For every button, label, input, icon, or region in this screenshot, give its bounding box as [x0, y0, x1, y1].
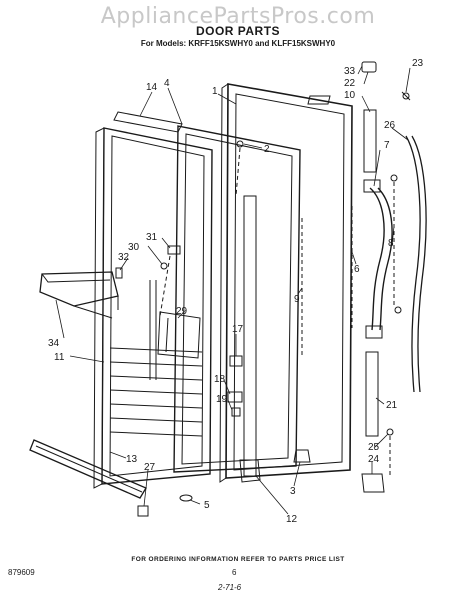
callout-27: 27: [144, 462, 156, 473]
hinge-side-strip: [239, 195, 261, 483]
callout-31: 31: [146, 232, 158, 243]
door-bin: [39, 271, 119, 319]
callout-9: 9: [294, 294, 300, 305]
hole-plug: [179, 494, 193, 502]
callout-32: 32: [118, 252, 130, 263]
callout-1: 1: [212, 86, 218, 97]
outer-door-panel: [219, 83, 353, 483]
model-subtitle: For Models: KRFF15KSWHY0 and KLFF15KSWHY…: [140, 39, 336, 48]
callout-10: 10: [344, 90, 356, 101]
callout-23: 23: [412, 58, 424, 69]
shelf-clips: [115, 245, 181, 279]
callout-4: 4: [164, 78, 170, 89]
callout-13: 13: [126, 454, 138, 465]
ordering-note: FOR ORDERING INFORMATION REFER TO PARTS …: [131, 556, 345, 563]
callout-19: 19: [216, 394, 228, 405]
door-shelf-ribs: [109, 280, 203, 437]
callout-30: 30: [128, 242, 140, 253]
callout-11: 11: [54, 352, 65, 363]
handle-trim-strip: [405, 135, 427, 393]
callout-3: 3: [290, 486, 296, 497]
handle-screws: [390, 91, 411, 314]
bottom-hinge: [361, 351, 394, 493]
callout-17: 17: [232, 324, 244, 335]
callout-21: 21: [386, 400, 398, 411]
door-handle: [363, 179, 393, 339]
page-number: 6: [232, 568, 237, 577]
bottom-trim-strip: [29, 439, 149, 517]
door-gasket: [173, 125, 301, 473]
leader-lines: [55, 65, 411, 515]
callout-14: 14: [146, 82, 158, 93]
callout-5: 5: [204, 500, 210, 511]
callout-34: 34: [48, 338, 60, 349]
callout-6: 6: [354, 264, 360, 275]
watermark: AppliancePartsPros.com: [100, 4, 376, 29]
callout-8: 8: [388, 238, 394, 249]
callout-7: 7: [384, 140, 390, 151]
hinge-screw: [293, 449, 311, 463]
door-screw: [236, 140, 244, 148]
callout-26: 26: [384, 120, 396, 131]
callout-labels: 1 2 3 4 5 6 7 8 9 10 11 12 13 14 17 18 1…: [48, 58, 424, 525]
shelf-rail: [157, 311, 201, 359]
callout-12: 12: [286, 514, 298, 525]
callout-22: 22: [344, 78, 356, 89]
assembly-guide-lines: [159, 147, 395, 476]
inner-door-liner: [93, 111, 213, 489]
callout-18: 18: [214, 374, 226, 385]
catalog-code: 879609: [8, 568, 35, 577]
callout-29: 29: [176, 306, 188, 317]
callout-33: 33: [344, 66, 356, 77]
page-title: DOOR PARTS: [195, 24, 281, 38]
trim-screw: [137, 505, 149, 517]
callout-24: 24: [368, 454, 380, 465]
callout-25: 25: [368, 442, 380, 453]
callout-2: 2: [264, 144, 270, 155]
date-code: 2-71-6: [218, 583, 242, 592]
